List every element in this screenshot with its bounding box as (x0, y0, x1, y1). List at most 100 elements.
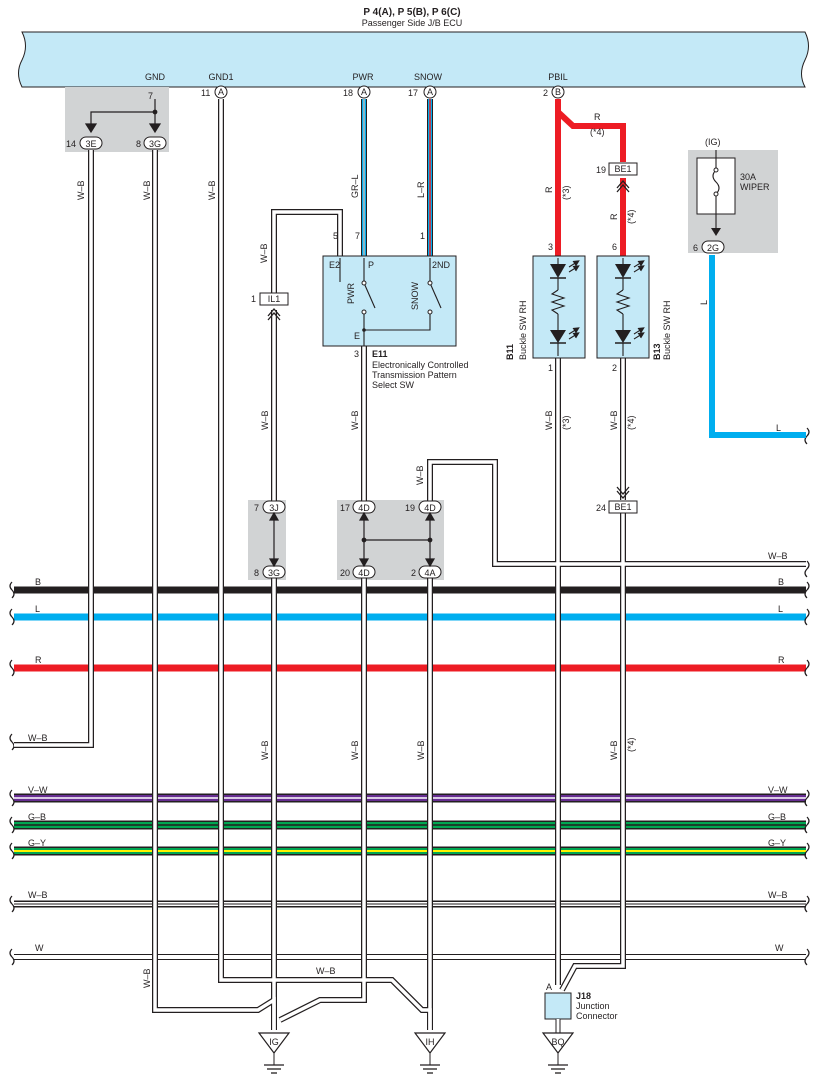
svg-text:4D: 4D (424, 503, 436, 513)
wb-wires (14, 99, 806, 1030)
svg-text:W–B: W–B (544, 410, 554, 430)
svg-text:W–B: W–B (259, 243, 269, 263)
bus-label-w-right: W (775, 943, 784, 953)
svg-text:2: 2 (411, 568, 416, 578)
wb-label-gnd1-run: W–B (316, 966, 336, 976)
svg-text:W–B: W–B (260, 740, 270, 760)
svg-text:W–B: W–B (260, 410, 270, 430)
svg-text:7: 7 (254, 503, 259, 513)
bus-label-vw-right: V–W (768, 785, 788, 795)
b13-pin-bottom: 2 (612, 363, 617, 373)
svg-text:(*4): (*4) (626, 737, 636, 752)
fuse-rating: 30A (740, 172, 756, 182)
svg-text:R: R (609, 213, 619, 220)
wiper-l-wire (709, 255, 806, 438)
vertical-wire-labels: W–B W–B W–B GR–L L–R W–B W–B W–B W–B W–B… (76, 174, 709, 988)
bus-label-wb-left: W–B (28, 890, 48, 900)
bus-label-wb-gnd: W–B (28, 733, 48, 743)
svg-text:24: 24 (596, 503, 606, 513)
svg-text:2G: 2G (707, 243, 719, 253)
r-label-pbil: R (594, 112, 601, 122)
bus-label-r-right: R (778, 655, 785, 665)
e11-desc-3: Select SW (372, 380, 415, 390)
j18-desc-2: Connector (576, 1011, 618, 1021)
e11-desc-1: Electronically Controlled (372, 360, 469, 370)
svg-text:IG: IG (269, 1037, 279, 1047)
svg-text:4A: 4A (424, 568, 435, 578)
e11-label-pwr: PWR (346, 283, 356, 304)
b13-code: B13 (652, 343, 662, 360)
svg-text:3J: 3J (269, 503, 279, 513)
j18-code: J18 (576, 991, 591, 1001)
svg-text:L: L (699, 300, 709, 305)
svg-text:14: 14 (66, 139, 76, 149)
connector-17-4d: 17 4D (340, 500, 376, 514)
b11-desc: Buckle SW RH (518, 300, 528, 360)
connector-6-2g: 6 2G (693, 240, 725, 254)
buckle-b11: 3 1 B11 Buckle SW RH (505, 242, 586, 373)
fuse-wiper: (IG) 30A WIPER (696, 137, 770, 236)
bus-label-r-left: R (35, 655, 42, 665)
switch-e11: 5 7 1 3 E2 P 2ND E PWR SNOW E11 Electron (322, 231, 469, 390)
svg-text:3G: 3G (268, 568, 280, 578)
svg-text:W–B: W–B (142, 180, 152, 200)
j18-pin: A (546, 982, 552, 992)
ground-bq: BQ (541, 1032, 575, 1074)
bus-label-wb-upper: W–B (768, 551, 788, 561)
e11-desc-2: Transmission Pattern (372, 370, 457, 380)
conn-pwr: A (361, 87, 367, 97)
svg-text:20: 20 (340, 568, 350, 578)
svg-text:17: 17 (340, 503, 350, 513)
svg-text:4D: 4D (358, 568, 370, 578)
fuse-name: WIPER (740, 182, 770, 192)
svg-text:W–B: W–B (416, 740, 426, 760)
pbil-red-wires (555, 99, 626, 258)
svg-text:4D: 4D (358, 503, 370, 513)
pin-snow: 17 (408, 88, 418, 98)
svg-text:1: 1 (251, 294, 256, 304)
svg-text:IL1: IL1 (268, 294, 281, 304)
term-pwr: PWR (353, 72, 374, 82)
svg-text:W–B: W–B (415, 465, 425, 485)
term-snow: SNOW (414, 72, 443, 82)
ecu-pins: 11 A 18 A 17 A 2 B (201, 85, 565, 99)
svg-text:W–B: W–B (609, 410, 619, 430)
bus-labels: B B L L R R W–B V–W V–W G–B G–B G–Y G–Y … (28, 423, 788, 953)
e11-pin-1: 1 (420, 231, 425, 241)
bus-label-b-right: B (778, 577, 784, 587)
e11-label-snow: SNOW (410, 281, 420, 310)
bus-end-marks (9, 427, 810, 966)
bus-label-gb-left: G–B (28, 812, 46, 822)
connector-20-4d: 20 4D (340, 565, 376, 579)
svg-text:(*3): (*3) (561, 185, 571, 200)
term-gnd: GND (145, 72, 166, 82)
buckle-b13: 6 2 B13 Buckle SW RH (596, 242, 672, 373)
svg-text:GR–L: GR–L (350, 174, 360, 198)
svg-text:8: 8 (254, 568, 259, 578)
pin-gnd: 7 (148, 91, 153, 101)
term-pbil: PBIL (548, 72, 568, 82)
connector-1-il1: 1 IL1 (251, 292, 289, 321)
e11-pin-7: 7 (355, 231, 360, 241)
ground-ih: IH (413, 1032, 447, 1074)
svg-text:3E: 3E (85, 139, 96, 149)
b11-code: B11 (505, 344, 515, 360)
svg-text:W–B: W–B (609, 740, 619, 760)
bus-label-vw-left: V–W (28, 785, 48, 795)
pin-gnd1: 11 (201, 88, 210, 98)
ground-ig: IG (257, 1032, 291, 1074)
connector-14-3e: 14 3E (66, 136, 103, 150)
b13-pin-top: 6 (612, 242, 617, 252)
bus-label-b-left: B (35, 577, 41, 587)
connector-8-3g-top: 8 3G (136, 136, 167, 150)
connector-2-4a: 2 4A (411, 565, 442, 579)
svg-text:BQ: BQ (551, 1037, 564, 1047)
conn-gnd1: A (218, 87, 224, 97)
bus-wires (14, 586, 806, 960)
fuse-group: (IG) (705, 137, 721, 147)
svg-text:R: R (544, 186, 554, 193)
b11-pin-top: 3 (548, 242, 553, 252)
bus-label-gb-right: G–B (768, 812, 786, 822)
svg-text:3G: 3G (149, 139, 161, 149)
